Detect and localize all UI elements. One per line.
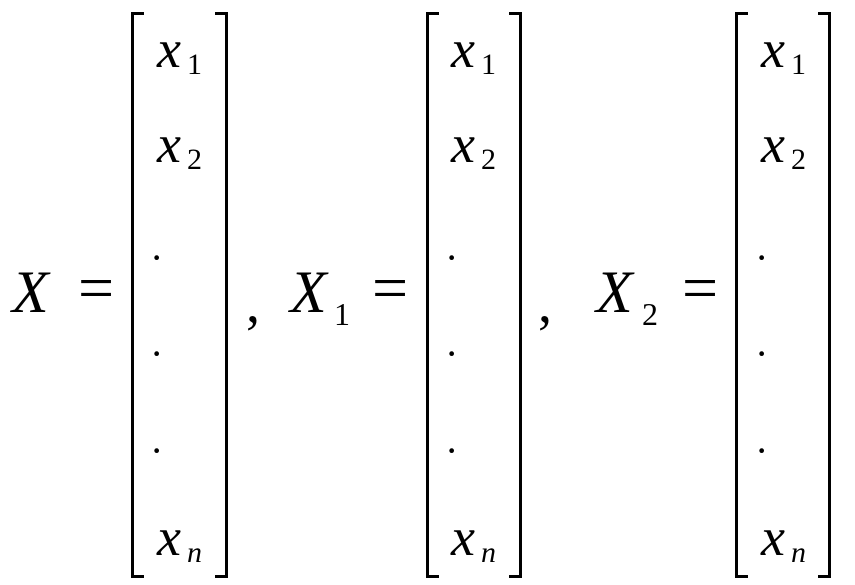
entry-symbol: x [157,19,181,79]
entry-symbol: x [157,114,181,174]
entry-subscript: 2 [791,143,806,176]
matrix-2-entry-3: · [755,238,835,298]
entry-subscript: n [187,536,202,569]
matrix-0-left-bracket [131,12,144,578]
vertical-dot: · [150,235,164,280]
matrix-1-entry-4: · [445,334,525,394]
entry-symbol: x [451,19,475,79]
lhs-0-symbol: X [12,259,49,325]
separator-0: , [246,273,260,335]
matrix-2-entry-2: x 2 [761,117,841,177]
entry-subscript: 2 [481,143,496,176]
lhs-2-equals: = [682,252,719,323]
lhs-1-equals: = [372,252,409,323]
matrix-1-entry-5: · [445,431,525,491]
matrix-0-entry-3: · [150,238,230,298]
separator-1: , [538,273,552,335]
vertical-dot: · [445,331,459,376]
entry-subscript: n [481,536,496,569]
vertical-dot: · [445,428,459,473]
lhs-1-subscript: 1 [334,296,350,332]
matrix-1-left-bracket [426,12,439,578]
entry-symbol: x [451,507,475,567]
vertical-dot: · [755,331,769,376]
entry-subscript: 1 [187,48,202,81]
vertical-dot: · [755,428,769,473]
entry-subscript: n [791,536,806,569]
matrix-2-entry-1: x 1 [761,22,841,82]
entry-subscript: 1 [791,48,806,81]
matrix-0-entry-6: x n [157,510,237,570]
entry-symbol: x [761,114,785,174]
vertical-dot: · [755,235,769,280]
matrix-2-entry-6: x n [761,510,841,570]
lhs-1-symbol: X [290,259,327,325]
matrix-1-entry-2: x 2 [451,117,531,177]
matrix-0-entry-4: · [150,334,230,394]
matrix-1-right-bracket [509,12,522,578]
vertical-dot: · [150,331,164,376]
matrix-2-left-bracket [735,12,748,578]
matrix-0-right-bracket [215,12,228,578]
matrix-0-entry-5: · [150,431,230,491]
vertical-dot: · [150,428,164,473]
entry-symbol: x [761,19,785,79]
matrix-1-entry-1: x 1 [451,22,531,82]
lhs-0-equals: = [78,252,115,323]
lhs-2-subscript: 2 [642,296,658,332]
matrix-1-entry-3: · [445,238,525,298]
matrix-2-entry-5: · [755,431,835,491]
matrix-2-entry-4: · [755,334,835,394]
matrix-2-right-bracket [818,12,831,578]
entry-symbol: x [451,114,475,174]
lhs-2-symbol: X [596,259,633,325]
entry-symbol: x [157,507,181,567]
matrix-0-entry-1: x 1 [157,22,237,82]
entry-symbol: x [761,507,785,567]
vertical-dot: · [445,235,459,280]
matrix-1-entry-6: x n [451,510,531,570]
entry-subscript: 2 [187,143,202,176]
entry-subscript: 1 [481,48,496,81]
matrix-0-entry-2: x 2 [157,117,237,177]
